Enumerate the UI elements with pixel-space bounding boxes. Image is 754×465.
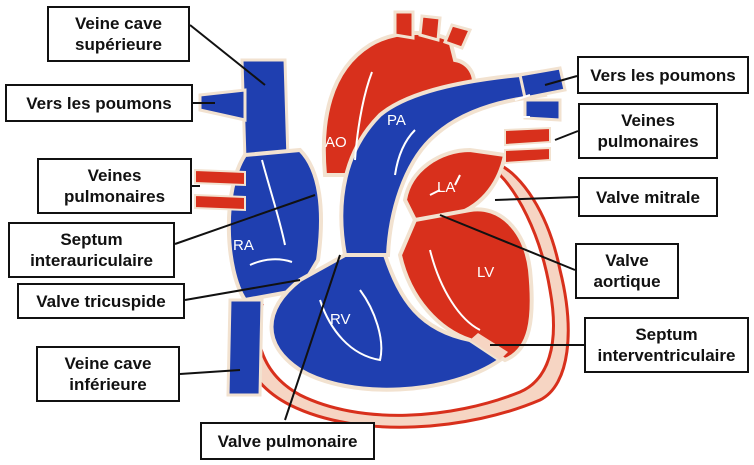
label-tricuspid-valve: Valve tricuspide	[17, 283, 185, 319]
label-la: LA	[437, 179, 455, 196]
label-interatrial-septum: Septum interauriculaire	[8, 222, 175, 278]
inferior-vena-cava	[228, 300, 262, 395]
label-pulmonary-veins-left: Veines pulmonaires	[37, 158, 192, 214]
label-lv: LV	[477, 264, 494, 281]
superior-vena-cava	[242, 60, 288, 160]
label-pa: PA	[387, 112, 406, 129]
label-rv: RV	[330, 311, 351, 328]
label-interventricular-septum: Septum interventriculaire	[584, 317, 749, 373]
aorta-branch-1	[395, 12, 413, 38]
label-to-lungs-right: Vers les poumons	[577, 56, 749, 94]
label-inferior-vena-cava: Veine cave inférieure	[36, 346, 180, 402]
label-ra: RA	[233, 237, 254, 254]
label-pulmonary-valve: Valve pulmonaire	[200, 422, 375, 460]
right-pulmonary-artery-vessels	[520, 68, 565, 120]
label-aortic-valve: Valve aortique	[575, 243, 679, 299]
label-pulmonary-veins-right: Veines pulmonaires	[578, 103, 718, 159]
label-mitral-valve: Valve mitrale	[578, 177, 718, 217]
label-ao: AO	[325, 134, 347, 151]
aorta-branch-3	[445, 25, 470, 48]
label-to-lungs-left: Vers les poumons	[5, 84, 193, 122]
right-pulmonary-veins	[505, 128, 550, 163]
label-superior-vena-cava: Veine cave supérieure	[47, 6, 190, 62]
left-pulmonary-artery-vessels	[200, 90, 245, 120]
aorta-branch-2	[420, 16, 440, 40]
